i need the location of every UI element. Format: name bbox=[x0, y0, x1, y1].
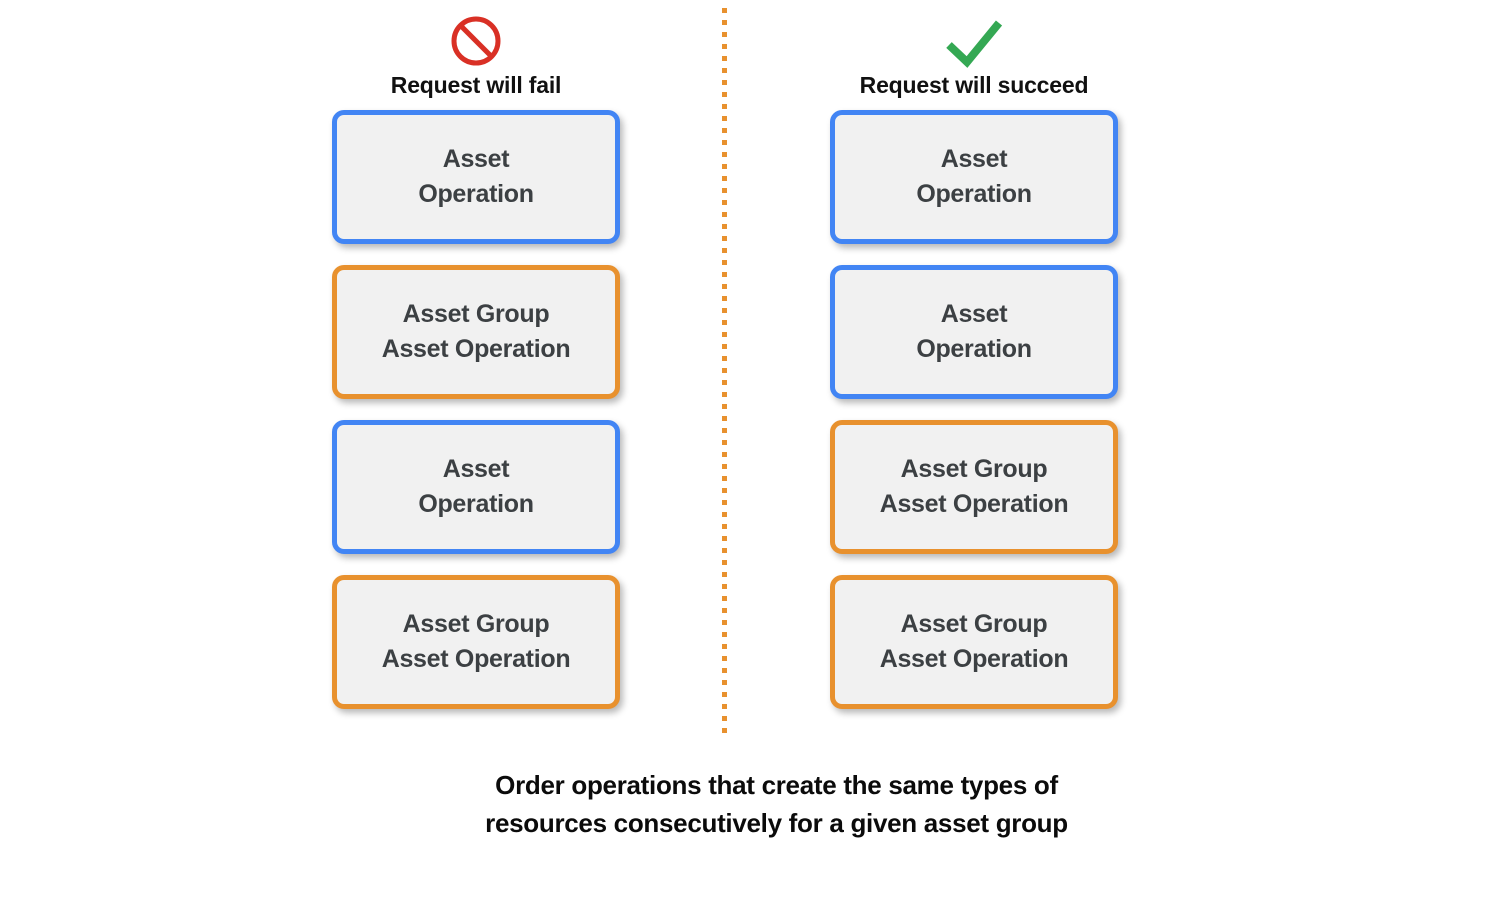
operation-box-label: Asset Operation bbox=[916, 299, 1032, 364]
operation-box[interactable]: Asset Group Asset Operation bbox=[332, 575, 620, 709]
diagram-caption: Order operations that create the same ty… bbox=[485, 770, 1068, 839]
operation-box[interactable]: Asset Operation bbox=[830, 110, 1118, 244]
operation-stack-succeed: Asset Operation Asset Operation Asset Gr… bbox=[830, 110, 1120, 730]
vertical-dotted-divider bbox=[722, 8, 727, 736]
operation-box-label: Asset Operation bbox=[418, 454, 534, 519]
operation-box[interactable]: Asset Group Asset Operation bbox=[830, 420, 1118, 554]
prohibition-icon bbox=[316, 14, 636, 68]
operation-box-label: Asset Group Asset Operation bbox=[381, 609, 571, 674]
column-title-fail: Request will fail bbox=[390, 72, 562, 98]
column-title-succeed: Request will succeed bbox=[859, 72, 1089, 98]
operation-box[interactable]: Asset Group Asset Operation bbox=[830, 575, 1118, 709]
checkmark-icon bbox=[814, 14, 1134, 68]
operation-box[interactable]: Asset Operation bbox=[332, 110, 620, 244]
operation-stack-fail: Asset Operation Asset Group Asset Operat… bbox=[332, 110, 622, 730]
operation-box-label: Asset Group Asset Operation bbox=[381, 299, 571, 364]
operation-box-label: Asset Operation bbox=[418, 144, 534, 209]
column-header-succeed: Request will succeed bbox=[814, 14, 1134, 99]
operation-box[interactable]: Asset Operation bbox=[332, 420, 620, 554]
operation-box-label: Asset Operation bbox=[916, 144, 1032, 209]
operation-box-label: Asset Group Asset Operation bbox=[879, 609, 1069, 674]
operation-box-label: Asset Group Asset Operation bbox=[879, 454, 1069, 519]
operation-box[interactable]: Asset Group Asset Operation bbox=[332, 265, 620, 399]
column-header-fail: Request will fail bbox=[316, 14, 636, 99]
operation-box[interactable]: Asset Operation bbox=[830, 265, 1118, 399]
